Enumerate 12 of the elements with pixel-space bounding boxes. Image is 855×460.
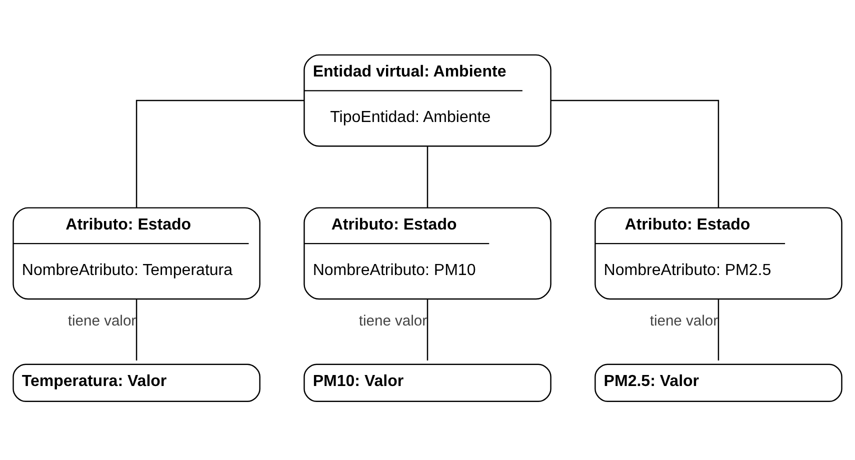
node-box: PM2.5: Valor <box>594 364 842 402</box>
connector <box>550 100 720 208</box>
connector <box>426 146 428 208</box>
connector <box>136 299 138 360</box>
connector <box>718 299 720 360</box>
node-box: PM10: Valor <box>304 364 552 402</box>
node-box: Temperatura: Valor <box>12 364 260 402</box>
connector <box>426 299 428 360</box>
edge-label: tiene valor <box>358 314 428 330</box>
edge-label: tiene valor <box>650 314 718 330</box>
edge-label: tiene valor <box>68 314 136 330</box>
connector <box>136 100 304 208</box>
